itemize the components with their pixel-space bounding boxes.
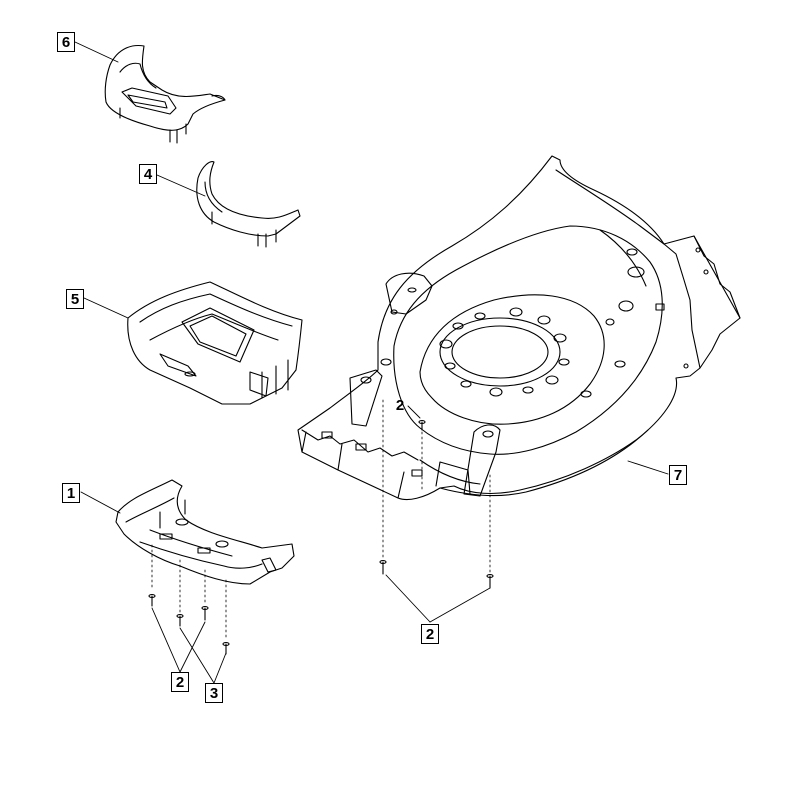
callout-6: 6 bbox=[57, 32, 75, 52]
callout-2-skid: 2 bbox=[171, 672, 189, 692]
part-6-handle-bracket-cover bbox=[105, 46, 225, 143]
screw-center bbox=[419, 421, 425, 431]
callout-3: 3 bbox=[205, 683, 223, 703]
part-7-mower-deck bbox=[298, 156, 740, 500]
leader-lines bbox=[74, 41, 669, 684]
screw-left-4 bbox=[223, 643, 229, 655]
part-4-handle-bracket bbox=[197, 162, 300, 247]
screw-right-1 bbox=[380, 561, 386, 575]
callout-7: 7 bbox=[669, 465, 687, 485]
screw-right-2 bbox=[487, 575, 493, 589]
callout-5: 5 bbox=[66, 289, 84, 309]
screw-left-2 bbox=[177, 615, 183, 627]
screw-left-1 bbox=[149, 595, 155, 607]
callout-2-deck-screws: 2 bbox=[421, 624, 439, 644]
part-1-skid-plate bbox=[116, 480, 294, 584]
screw-left-3 bbox=[202, 607, 208, 621]
callout-1: 1 bbox=[62, 483, 80, 503]
callout-4: 4 bbox=[139, 164, 157, 184]
screws bbox=[149, 421, 493, 655]
callout-2-center-screw: 2 bbox=[395, 396, 405, 414]
part-5-rear-cover bbox=[128, 282, 302, 404]
